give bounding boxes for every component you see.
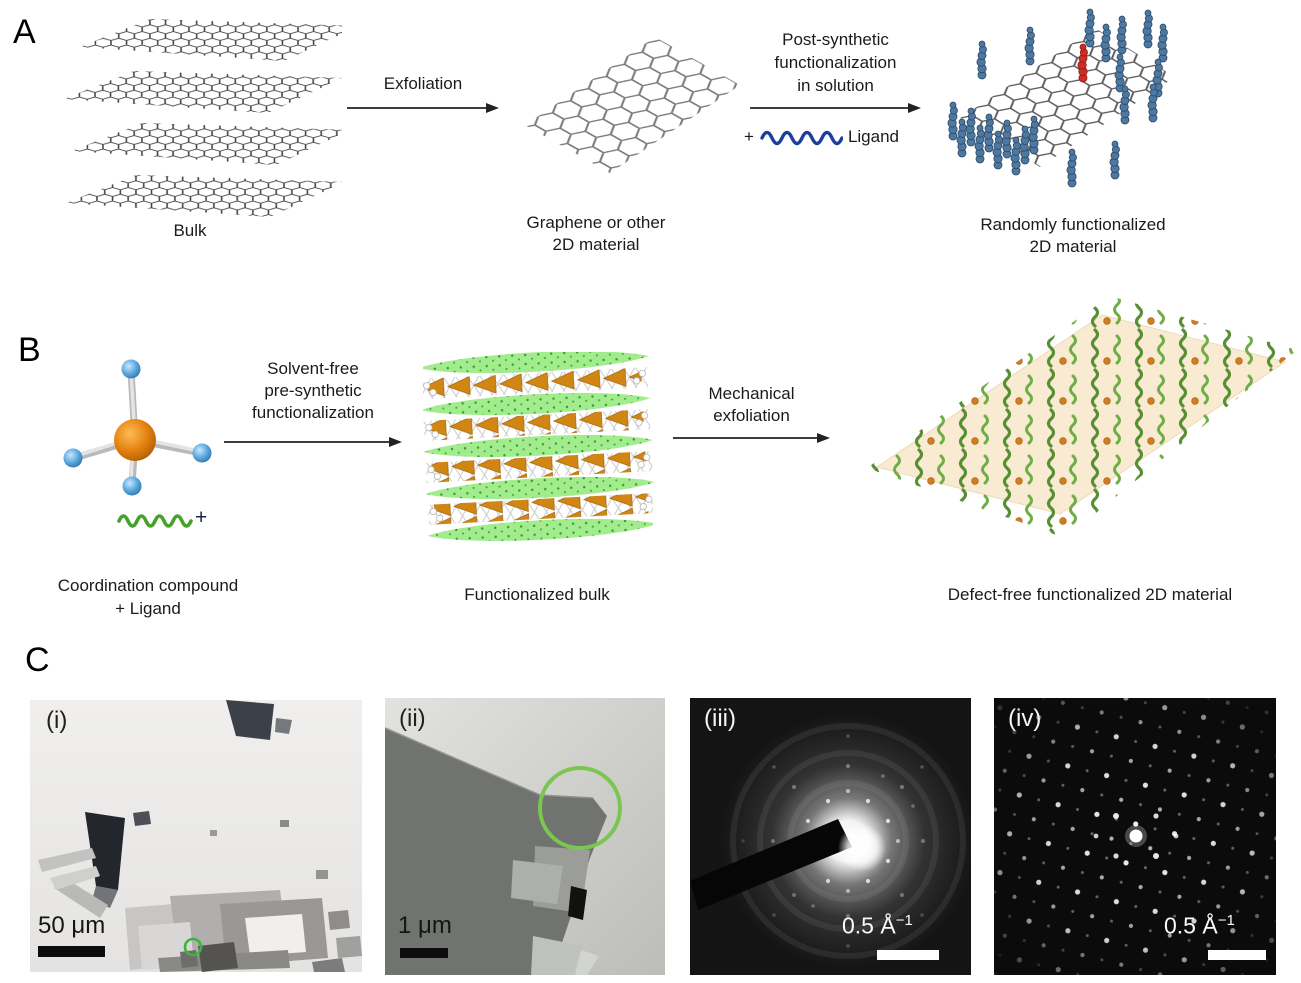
green-ligand-wave-icon [117,514,193,528]
solvent-free-arrow-label: Solvent-free pre-synthetic functionaliza… [252,359,374,422]
bulk-layer [80,19,342,61]
donor-atom [192,443,212,463]
solvent-free-arrow-icon [224,437,402,447]
green-marker-circle-icon [538,766,622,850]
donor-atom [63,448,83,468]
post-synthetic-arrow-label: Post-synthetic functionalization in solu… [774,30,897,95]
edge-rings [423,369,653,522]
graphene-sheet-illustration [525,37,740,174]
diffraction-pattern-image [994,698,1276,975]
sub-flakes [511,846,599,975]
panel-b-label: B [18,331,41,369]
bulk-layer [72,123,342,165]
random-caption: Randomly functionalized 2D material [953,214,1193,258]
post-synthetic-arrow-icon [750,103,921,113]
green-layers [423,352,653,541]
subpanel-i-scalebar [38,946,105,957]
subpanel-iv-scalebar [1208,950,1266,960]
exfoliation-arrow-label: Exfoliation [383,74,463,93]
subpanel-iv-scale-text: 0.5 Å−1 [1164,912,1235,939]
subpanel-ii-scale-text: 1 μm [398,912,452,939]
bulk-layer [64,71,342,113]
flakes [38,700,362,972]
subpanel-ii-scalebar [400,948,448,958]
orange-triangle-rows [427,367,649,525]
graphene-caption-line1: Graphene or other [526,213,666,232]
tem-overview-image [30,700,362,972]
main-flake [385,728,607,975]
random-caption-line2: 2D material [1029,237,1117,256]
subpanel-ii-tag: (ii) [399,705,426,732]
plus-sign: + [744,127,754,146]
bulk-material-illustration [64,19,342,217]
random-caption-line1: Randomly functionalized [980,215,1166,234]
ligand-label: Ligand [847,127,899,146]
metal-atom [114,419,156,461]
ligand-wave-icon [760,130,843,146]
coordination-compound-illustration [63,359,212,528]
functionalized-bulk-illustration [423,352,653,541]
donor-atom [121,359,141,379]
subpanel-iii-scale-text: 0.5 Å−1 [842,912,913,939]
tem-flake-edge-image [385,698,665,975]
plus-sign: + [195,506,208,529]
graphene-caption: Graphene or other 2D material [496,212,696,256]
green-marker-circle-icon [183,937,203,957]
subpanel-i-scale-text: 50 μm [38,912,106,939]
defect-free-caption: Defect-free functionalized 2D material [947,585,1233,604]
subpanel-iii-scalebar [877,950,939,960]
compound-caption-line2: + Ligand [115,599,181,618]
compound-caption: Coordination compound + Ligand [28,574,268,620]
diffuse-rings [730,723,966,959]
panel-a-label: A [13,13,36,51]
bulk-layer [66,175,342,217]
central-beam-spot [1129,829,1143,843]
random-functionalized-sheet-illustration [947,8,1175,188]
subpanel-iv-tag: (iv) [1008,705,1042,732]
defect-free-sheet-illustration [867,296,1297,538]
bright-inner-spots [1093,813,1179,859]
subpanel-iii-tag: (iii) [704,705,736,732]
mechanical-exfoliation-arrow-icon [673,433,830,443]
exfoliation-arrow-icon [347,103,499,113]
bulk-caption: Bulk [173,221,207,240]
panel-c-label: C [25,641,50,679]
helix-ligand-array [867,296,1297,538]
beam-stop [690,819,852,910]
diffraction-spots [741,734,925,948]
ligand-legend: + Ligand [744,126,899,148]
compound-caption-line1: Coordination compound [57,576,239,595]
subpanel-i-tag: (i) [46,707,68,734]
donor-atom [122,476,142,496]
functionalized-bulk-caption: Functionalized bulk [464,585,610,604]
diffraction-pattern-beamstop-image [690,698,971,975]
mechanical-exfoliation-arrow-label: Mechanical exfoliation [708,384,795,425]
graphene-caption-line2: 2D material [552,235,640,254]
